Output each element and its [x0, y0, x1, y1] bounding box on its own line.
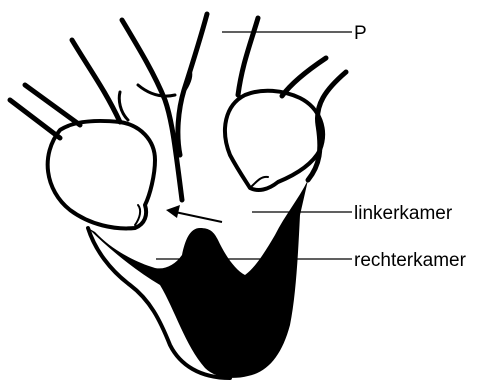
right-atrium-outline [225, 91, 323, 190]
vessel-right-3 [308, 72, 346, 180]
right-atrium-inner [252, 177, 268, 186]
label-p: P [354, 23, 367, 44]
label-linkerkamer: linkerkamer [354, 203, 453, 224]
vessel-left-4 [119, 92, 128, 120]
arrow-head [166, 205, 180, 218]
arrow-shaft [175, 212, 222, 222]
vessel-right-2 [282, 58, 326, 96]
left-atrium-inner [135, 205, 140, 225]
vessel-right-1 [238, 18, 258, 95]
left-atrium-outline [48, 121, 155, 228]
vessel-central-right [178, 14, 207, 155]
label-rechterkamer: rechterkamer [354, 250, 467, 271]
vessel-left-3 [72, 40, 120, 122]
